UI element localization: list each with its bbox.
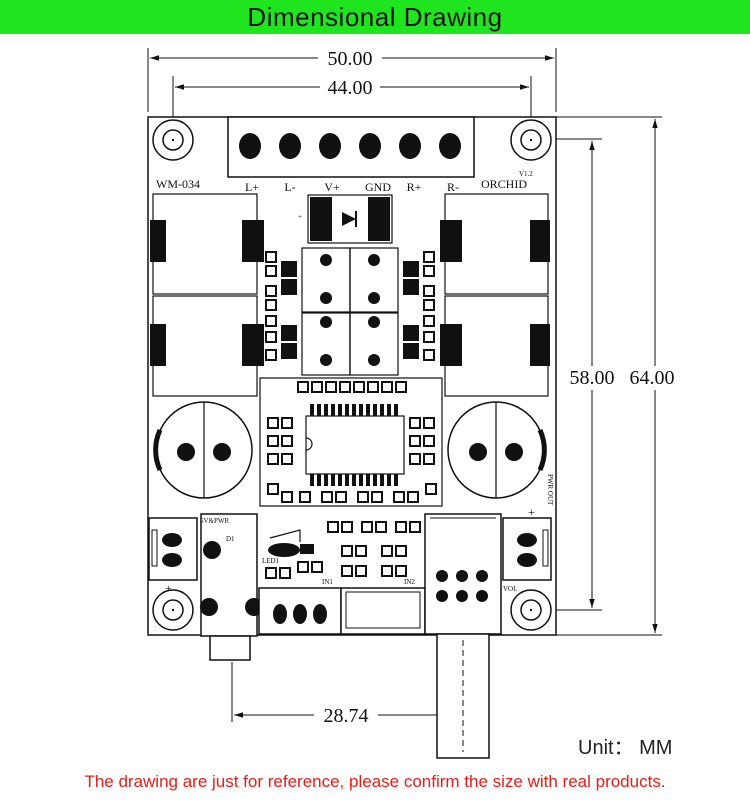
title-banner: Dimensional Drawing — [0, 0, 750, 34]
inductor-bottom-left — [150, 295, 264, 397]
inductor-top-left — [150, 193, 264, 295]
terminal-label-r-plus: R+ — [407, 180, 422, 194]
led-label: LED1 — [262, 557, 280, 565]
in1-label: IN1 — [322, 578, 333, 586]
inductor-top-right — [440, 193, 550, 295]
smd-pads-bottom — [265, 521, 421, 579]
input-header-in1 — [258, 587, 342, 635]
terminal-label-r-minus: R- — [447, 180, 459, 194]
volume-potentiometer — [424, 513, 502, 635]
mounting-hole-top-left — [152, 119, 194, 161]
center-capacitor-pads — [320, 254, 380, 366]
chip-area-pads — [267, 381, 437, 503]
diode-label: D1 — [226, 535, 235, 543]
terminal-label-l-minus: L- — [284, 180, 295, 194]
chip-pins-bottom — [310, 474, 398, 486]
mounting-hole-bottom-left — [152, 589, 194, 631]
smd-pads-left — [265, 251, 297, 361]
vol-label: VOL — [503, 585, 517, 593]
terminal-label-l-plus: L+ — [245, 180, 259, 194]
smd-pads-right — [403, 251, 435, 361]
output-plus-sign: + — [528, 505, 535, 519]
overall-width-label: 50.00 — [328, 48, 373, 70]
volume-knob-shaft — [436, 633, 490, 759]
hole-spacing-y-label: 58.00 — [570, 367, 615, 389]
unit-label: Unit： MM — [578, 737, 673, 759]
power-label: 5V&PWR — [200, 517, 230, 525]
mounting-hole-bottom-right — [510, 589, 552, 631]
input-connector-left — [148, 517, 198, 581]
chip-pins-top — [310, 404, 398, 416]
pwr-out-label: PWR OUT — [546, 474, 554, 506]
terminal-label-gnd: GND — [365, 180, 391, 194]
led-component — [268, 529, 314, 557]
version-label: V1.2 — [519, 170, 533, 178]
overall-height-label: 64.00 — [630, 367, 675, 389]
electrolytic-capacitor-left — [153, 401, 253, 499]
knob-offset-label: 28.74 — [324, 705, 369, 727]
disclaimer-note: The drawing are just for reference, plea… — [84, 772, 666, 791]
inductor-bottom-right — [440, 295, 550, 397]
input-plus-sign: + — [165, 581, 172, 595]
input-header-in2 — [340, 587, 426, 635]
diode-component — [307, 194, 393, 244]
brand-label: ORCHID — [481, 177, 527, 191]
pcb-drawing: 50.00 44.00 58.00 64.00 28.74 — [147, 47, 682, 759]
hole-spacing-x-label: 44.00 — [328, 77, 373, 99]
power-jack — [200, 513, 263, 661]
center-capacitors — [301, 247, 399, 376]
diode-plus-sign: + — [298, 213, 302, 221]
page-title: Dimensional Drawing — [247, 1, 503, 32]
output-connector-right — [502, 517, 552, 581]
terminal-label-v-plus: V+ — [324, 180, 340, 194]
in2-label: IN2 — [404, 578, 415, 586]
model-label: WM-034 — [156, 177, 200, 191]
terminal-block — [227, 116, 475, 178]
electrolytic-capacitor-right — [447, 401, 547, 499]
mounting-hole-top-right — [510, 119, 552, 161]
